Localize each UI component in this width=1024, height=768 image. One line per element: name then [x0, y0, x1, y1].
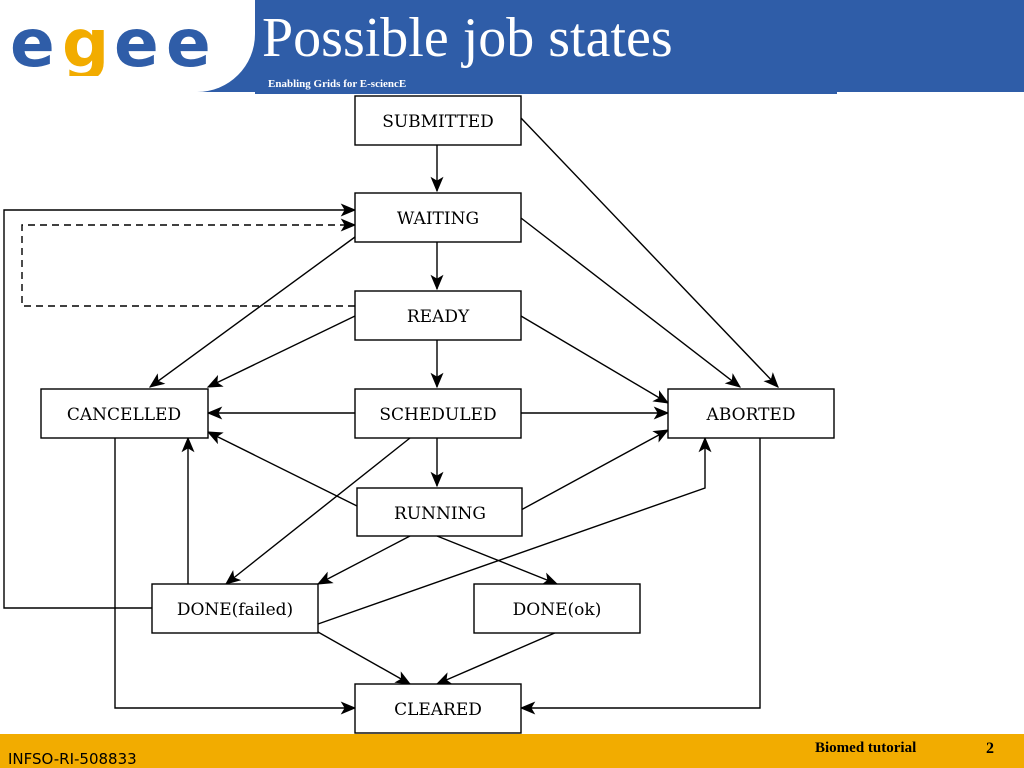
- page-number: 2: [986, 740, 994, 757]
- state-done-ok-label: DONE(ok): [513, 600, 602, 620]
- edge-donefailed-waiting: [3, 203, 357, 609]
- edge-aborted-cleared: [519, 438, 761, 715]
- footer-bar: INFSO-RI-508833 Biomed tutorial 2: [0, 734, 1024, 768]
- edge-running-aborted: [520, 429, 670, 511]
- state-waiting-box: [354, 192, 522, 243]
- edge-cancelled-cleared: [114, 438, 357, 715]
- project-id: INFSO-RI-508833: [8, 750, 137, 768]
- state-aborted-label: ABORTED: [706, 405, 796, 425]
- edge-doneok-cleared: [435, 631, 558, 685]
- state-cleared-label: CLEARED: [394, 700, 482, 720]
- state-cleared-box: [354, 683, 522, 734]
- state-aborted-box: [667, 388, 835, 439]
- state-cancelled-box: [40, 388, 209, 439]
- job-state-diagram: SUBMITTED WAITING READY SCHEDULED RUNNIN…: [3, 95, 835, 734]
- edge-waiting-aborted: [520, 217, 742, 388]
- state-running-box: [356, 487, 523, 537]
- state-scheduled-box: [354, 388, 522, 439]
- edge-running-cancelled: [206, 431, 358, 507]
- edge-waiting-cancelled: [148, 236, 356, 388]
- svg-text:e: e: [10, 14, 52, 76]
- edge-donefailed-cleared: [317, 631, 412, 685]
- edge-submitted-aborted: [520, 117, 779, 388]
- state-submitted-label: SUBMITTED: [382, 112, 494, 132]
- edge-ready-waiting-dashed: [21, 218, 357, 307]
- logo-panel: e g e e: [0, 0, 255, 92]
- state-ready-label: READY: [407, 307, 470, 327]
- edge-ready-aborted: [520, 315, 670, 404]
- page-title: Possible job states: [262, 7, 673, 69]
- edge-ready-cancelled: [206, 315, 356, 388]
- state-running-label: RUNNING: [394, 504, 486, 524]
- edge-scheduled-donefailed: [224, 437, 411, 585]
- state-ready-box: [354, 290, 522, 341]
- event-name: Biomed tutorial: [815, 740, 917, 756]
- state-done-ok-box: [473, 583, 641, 634]
- edge-running-donefailed: [316, 535, 411, 585]
- state-done-failed-label: DONE(failed): [177, 600, 293, 620]
- page-subtitle: Enabling Grids for E-sciencE: [268, 78, 407, 90]
- svg-text:e: e: [166, 14, 208, 76]
- svg-text:e: e: [114, 14, 156, 76]
- svg-text:g: g: [62, 14, 105, 76]
- state-waiting-label: WAITING: [397, 209, 479, 229]
- state-done-failed-box: [151, 583, 319, 634]
- state-cancelled-label: CANCELLED: [67, 405, 181, 425]
- state-submitted-box: [354, 95, 522, 146]
- edge-donefailed-aborted: [317, 436, 712, 625]
- edge-running-doneok: [436, 535, 559, 585]
- header-rule: [255, 92, 837, 94]
- egee-logo: e g e e: [10, 14, 212, 76]
- state-scheduled-label: SCHEDULED: [379, 405, 496, 425]
